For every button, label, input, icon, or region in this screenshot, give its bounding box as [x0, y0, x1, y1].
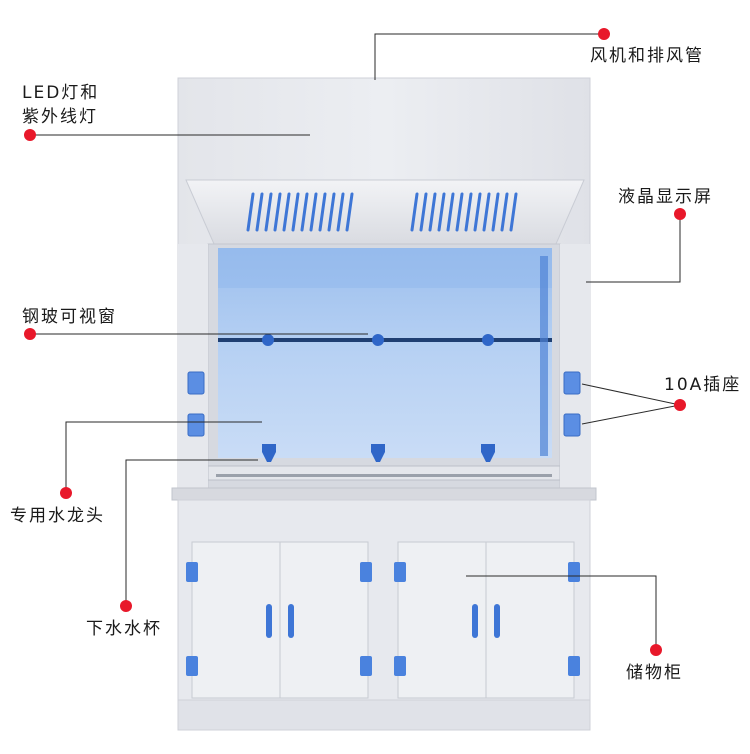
vent-slot-icon	[246, 192, 518, 232]
vent-slot	[428, 192, 437, 232]
label-led-uv-line1: LED灯和	[22, 83, 100, 103]
vent-slot	[246, 192, 255, 232]
vent-slot	[437, 192, 446, 232]
vent-slot	[300, 192, 309, 232]
label-drain-cup: 下水水杯	[86, 619, 162, 639]
red-dot-icon	[24, 28, 686, 656]
vent-slot	[282, 192, 291, 232]
vent-slot	[336, 192, 345, 232]
hinge-icon	[186, 562, 580, 676]
vent-slot	[455, 192, 464, 232]
vent-slot	[345, 192, 354, 232]
callout-lines	[30, 33, 681, 650]
vent-slot	[264, 192, 273, 232]
label-socket: 10A插座	[664, 375, 742, 395]
label-storage-cabinet: 储物柜	[626, 663, 683, 683]
vent-slot	[419, 192, 428, 232]
sill-groove	[216, 474, 552, 477]
label-glass-window: 钢玻可视窗	[22, 307, 117, 327]
right-side-column	[560, 244, 590, 488]
label-faucet: 专用水龙头	[10, 506, 105, 526]
vent-slot	[309, 192, 318, 232]
vent-slot	[473, 192, 482, 232]
vent-slot	[446, 192, 455, 232]
vent-slot	[482, 192, 491, 232]
label-fan-duct: 风机和排风管	[590, 46, 704, 66]
socket-icon	[187, 371, 581, 437]
vent-slot	[255, 192, 264, 232]
vent-slot	[464, 192, 473, 232]
vent-slot	[509, 192, 518, 232]
vent-slot	[327, 192, 336, 232]
window-sill	[207, 465, 561, 481]
base-plinth	[177, 699, 591, 731]
worktop	[171, 487, 597, 501]
sash-knob-icon	[262, 334, 494, 346]
vent-slot	[500, 192, 509, 232]
label-lcd-screen: 液晶显示屏	[618, 187, 713, 207]
left-side-column	[178, 244, 208, 488]
label-led-uv-line2: 紫外线灯	[22, 107, 98, 127]
vent-slot	[318, 192, 327, 232]
glass-window	[218, 248, 552, 458]
cabinet-door-panels	[191, 541, 575, 699]
vent-slot	[491, 192, 500, 232]
hood-panel	[185, 179, 585, 245]
vent-slot	[273, 192, 282, 232]
vent-slot	[410, 192, 419, 232]
glass-top-reflection	[218, 248, 552, 288]
glass-side-strip	[540, 256, 548, 456]
faucet-icon	[262, 444, 495, 462]
door-handle-icon	[266, 604, 500, 638]
vent-slot	[291, 192, 300, 232]
sash-bar	[218, 338, 552, 342]
